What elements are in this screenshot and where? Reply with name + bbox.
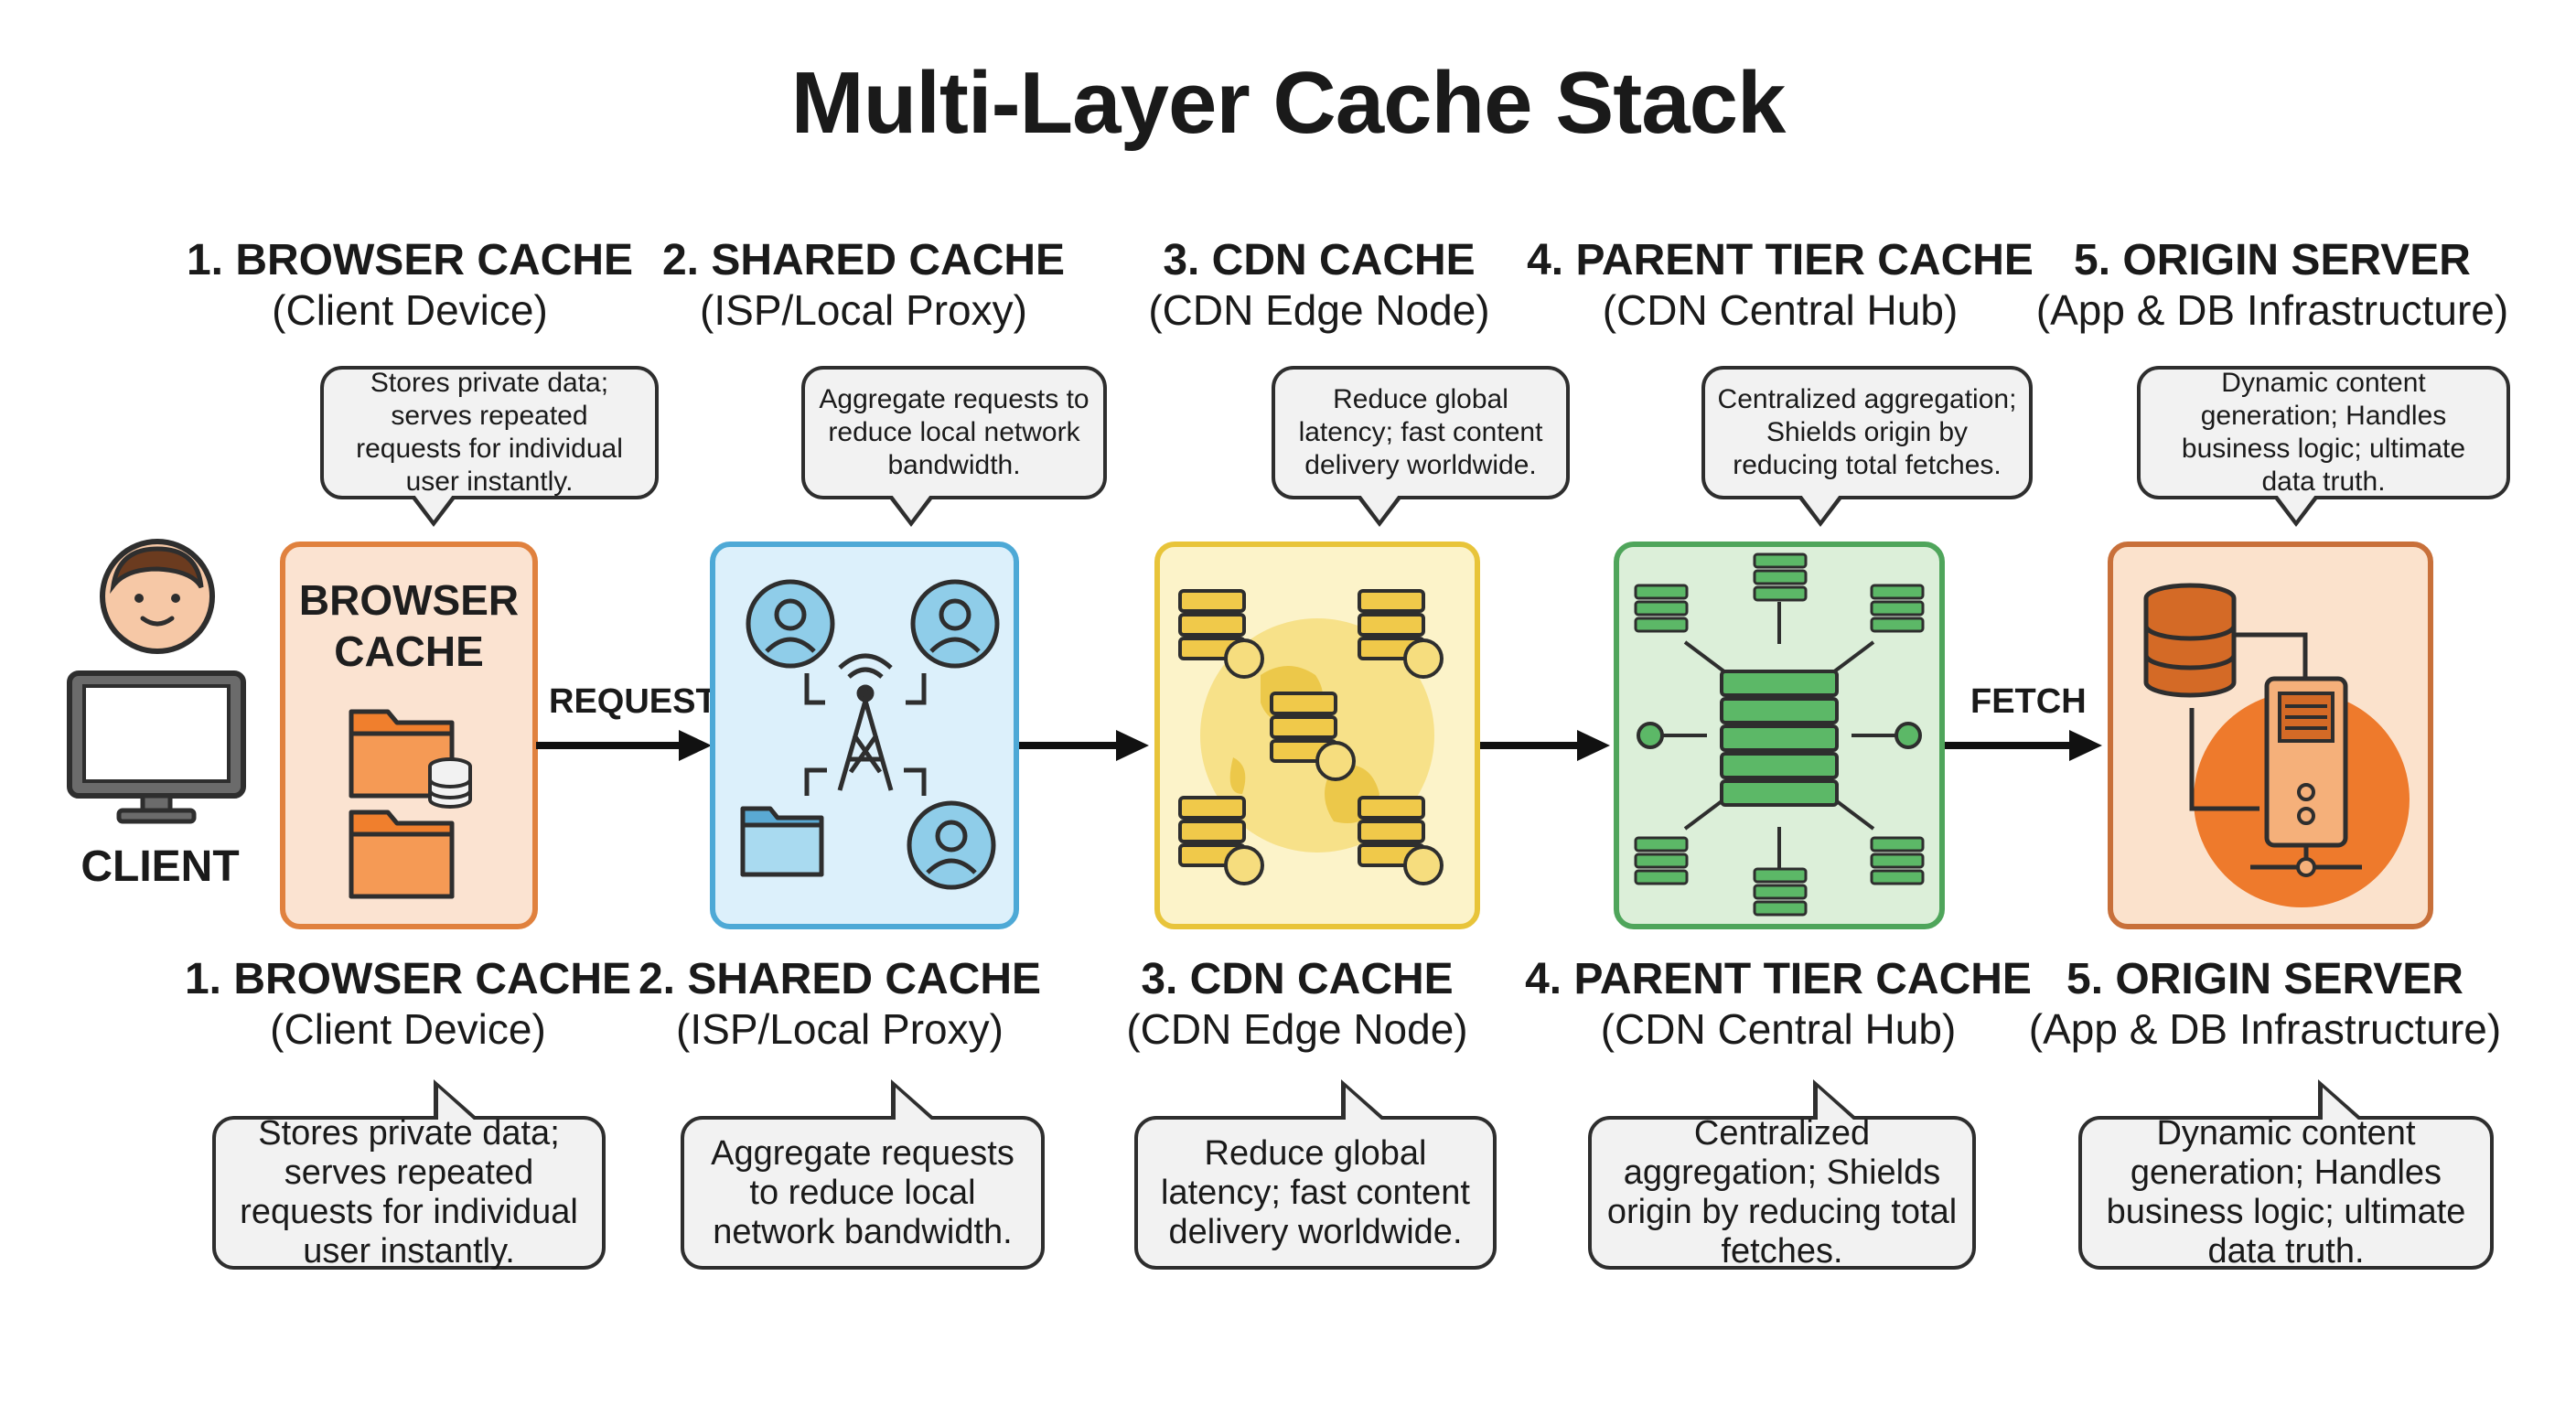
hub-connectors: [1661, 602, 1897, 869]
folder-icon: [349, 810, 455, 899]
fetch-label: FETCH: [1970, 682, 2087, 721]
layer-2-header-bottom: 2. SHARED CACHE (ISP/Local Proxy): [584, 955, 1096, 1054]
server-icon: [1634, 836, 1689, 885]
request-label: REQUEST: [549, 682, 717, 721]
server-icon: [1358, 796, 1444, 885]
layer-1-name: 1. BROWSER CACHE: [186, 236, 634, 284]
user-icon: [746, 579, 835, 669]
layer-4-sub: (CDN Central Hub): [1600, 1005, 1957, 1053]
layer-3-header-bottom: 3. CDN CACHE (CDN Edge Node): [1041, 955, 1553, 1054]
layer-2-sub: (ISP/Local Proxy): [700, 286, 1027, 334]
database-icon: [428, 757, 472, 809]
user-icon: [907, 800, 996, 890]
layer-2-header-top: 2. SHARED CACHE (ISP/Local Proxy): [607, 236, 1120, 335]
layer-1-top-note: Stores private data; serves repeated req…: [320, 366, 659, 499]
layer-5-header-bottom: 5. ORIGIN SERVER (App & DB Infrastructur…: [2009, 955, 2521, 1054]
browser-cache-card: BROWSER CACHE: [280, 542, 538, 929]
server-icon: [1634, 584, 1689, 633]
server-icon: [1753, 867, 1808, 917]
server-tower-icon: [2250, 676, 2362, 877]
layer-2-name: 2. SHARED CACHE: [638, 955, 1042, 1003]
database-icon: [2143, 583, 2237, 698]
layer-3-name: 3. CDN CACHE: [1141, 955, 1454, 1003]
layer-4-sub: (CDN Central Hub): [1602, 286, 1959, 334]
client-label: CLIENT: [80, 842, 240, 891]
server-icon: [1178, 796, 1264, 885]
layer-1-sub: (Client Device): [272, 286, 548, 334]
client-illustration: [67, 539, 246, 824]
layer-5-sub: (App & DB Infrastructure): [2028, 1005, 2502, 1053]
layer-1-header-bottom: 1. BROWSER CACHE (Client Device): [152, 955, 664, 1054]
user-avatar-icon: [100, 539, 215, 654]
layer-5-name: 5. ORIGIN SERVER: [2074, 236, 2471, 284]
antenna-tower-icon: [804, 653, 927, 796]
server-cluster-icon: [1720, 670, 1839, 807]
layer-3-sub: (CDN Edge Node): [1126, 1005, 1468, 1053]
layer-2-top-note: Aggregate requests to reduce local netwo…: [801, 366, 1107, 499]
node-icon: [1637, 722, 1664, 749]
layer-5-sub: (App & DB Infrastructure): [2035, 286, 2509, 334]
layer-4-name: 4. PARENT TIER CACHE: [1527, 236, 2034, 284]
layer-2-bottom-note: Aggregate requests to reduce local netwo…: [681, 1079, 1045, 1270]
parent-tier-cache-card: [1614, 542, 1945, 929]
layer-3-header-top: 3. CDN CACHE (CDN Edge Node): [1063, 236, 1575, 335]
folder-icon: [349, 709, 455, 799]
layer-1-header-top: 1. BROWSER CACHE (Client Device): [154, 236, 666, 335]
shared-cache-card: [710, 542, 1019, 929]
folder-icon: [740, 806, 824, 877]
arrow-shared-to-cdn: [1019, 730, 1149, 761]
origin-server-card: [2108, 542, 2433, 929]
layer-3-name: 3. CDN CACHE: [1163, 236, 1476, 284]
diagram-title: Multi-Layer Cache Stack: [790, 54, 1787, 152]
layer-2-sub: (ISP/Local Proxy): [676, 1005, 1004, 1053]
layer-1-sub: (Client Device): [270, 1005, 546, 1053]
request-arrow: [536, 730, 712, 761]
layer-5-header-top: 5. ORIGIN SERVER (App & DB Infrastructur…: [2016, 236, 2528, 335]
browser-cache-card-label: BROWSER CACHE: [298, 576, 520, 675]
server-icon: [1870, 836, 1925, 885]
cdn-cache-card: [1154, 542, 1480, 929]
user-icon: [910, 579, 1000, 669]
layer-4-header-bottom: 4. PARENT TIER CACHE (CDN Central Hub): [1522, 955, 2034, 1054]
layer-5-top-note: Dynamic content generation; Handles busi…: [2137, 366, 2510, 499]
node-icon: [1894, 722, 1922, 749]
fetch-arrow: [1945, 730, 2102, 761]
layer-1-name: 1. BROWSER CACHE: [184, 955, 632, 1003]
layer-5-bottom-note: Dynamic content generation; Handles busi…: [2078, 1079, 2494, 1271]
server-icon: [1753, 552, 1808, 602]
server-icon: [1270, 692, 1356, 781]
monitor-icon: [67, 670, 246, 824]
layer-4-name: 4. PARENT TIER CACHE: [1525, 955, 2032, 1003]
layer-5-name: 5. ORIGIN SERVER: [2066, 955, 2463, 1003]
layer-3-bottom-note: Reduce global latency; fast content deli…: [1134, 1079, 1497, 1270]
layer-4-header-top: 4. PARENT TIER CACHE (CDN Central Hub): [1524, 236, 2036, 335]
layer-3-sub: (CDN Edge Node): [1148, 286, 1490, 334]
layer-1-bottom-note: Stores private data; serves repeated req…: [212, 1079, 606, 1271]
layer-4-bottom-note: Centralized aggregation; Shields origin …: [1588, 1079, 1976, 1271]
layer-3-top-note: Reduce global latency; fast content deli…: [1272, 366, 1570, 499]
layer-4-top-note: Centralized aggregation; Shields origin …: [1701, 366, 2033, 499]
arrow-cdn-to-parent: [1480, 730, 1610, 761]
server-icon: [1178, 589, 1264, 679]
layer-2-name: 2. SHARED CACHE: [661, 236, 1066, 284]
server-icon: [1870, 584, 1925, 633]
server-icon: [1358, 589, 1444, 679]
